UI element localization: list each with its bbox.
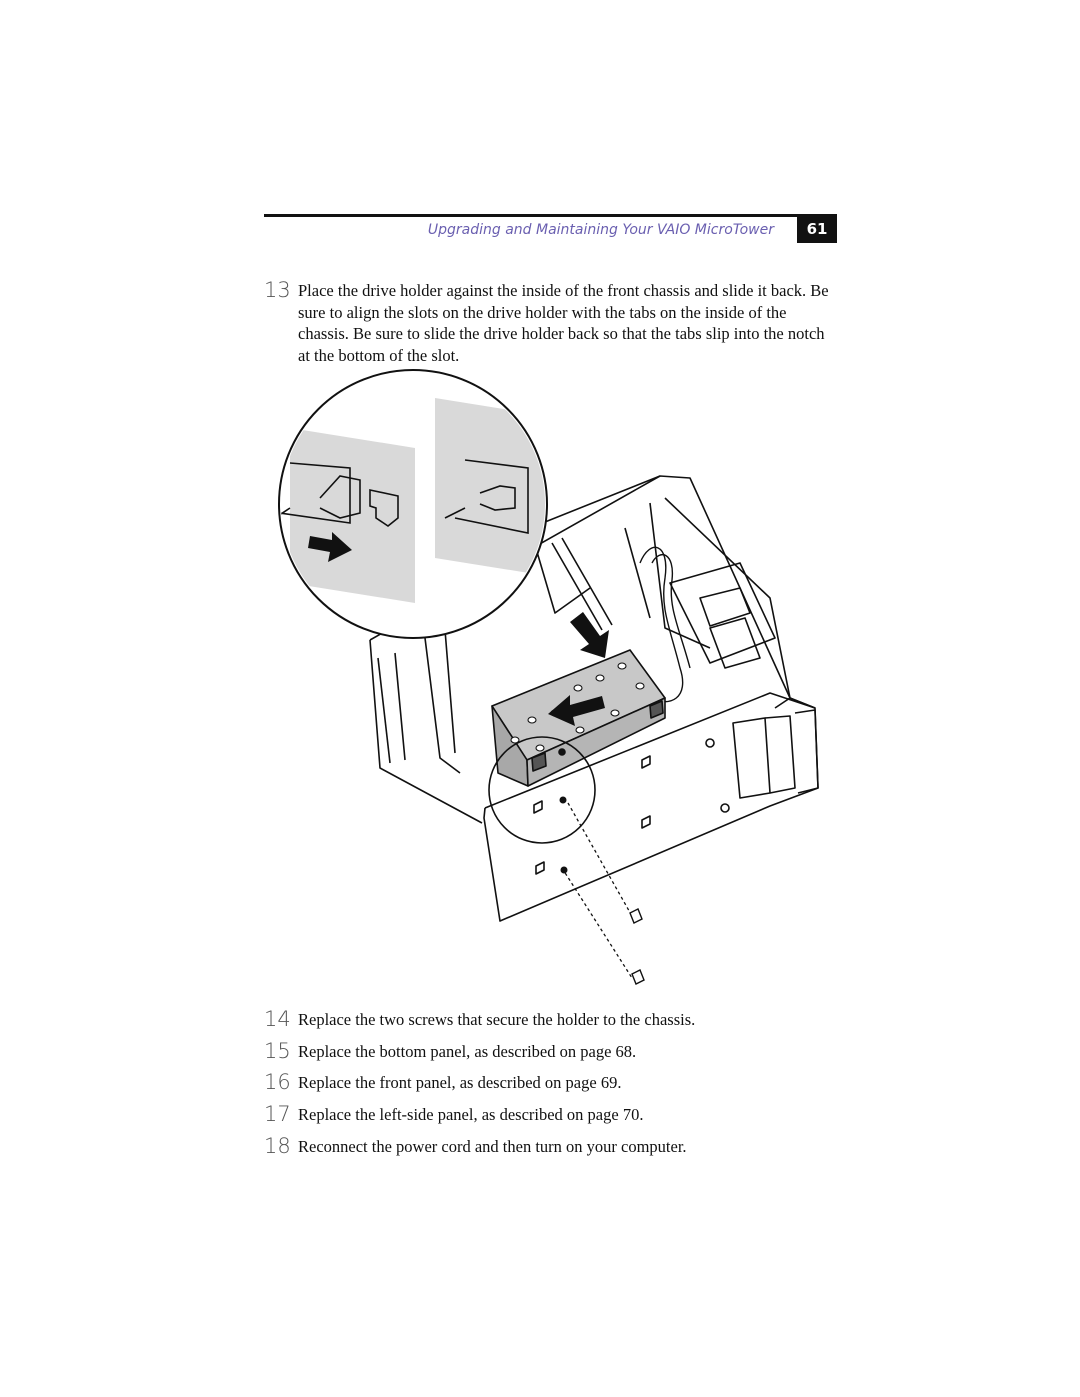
step-18: 18 Reconnect the power cord and then tur… xyxy=(264,1136,839,1158)
step-13: 13 Place the drive holder against the in… xyxy=(264,280,839,366)
step-number: 16 xyxy=(264,1070,291,1094)
step-number: 14 xyxy=(264,1007,291,1031)
arrow-right-icon xyxy=(308,532,352,562)
step-number: 15 xyxy=(264,1039,291,1063)
drive-holder xyxy=(491,649,666,787)
step-text: Replace the left-side panel, as describe… xyxy=(298,1105,644,1124)
chassis-side-wall xyxy=(369,639,483,824)
step-15: 15 Replace the bottom panel, as describe… xyxy=(264,1041,839,1063)
step-14: 14 Replace the two screws that secure th… xyxy=(264,1009,839,1031)
step-16: 16 Replace the front panel, as described… xyxy=(264,1072,839,1094)
step-text: Place the drive holder against the insid… xyxy=(298,281,829,365)
drive-holder-installation-illustration xyxy=(278,369,819,985)
screw-detail-circle xyxy=(488,736,596,844)
page-number: 61 xyxy=(797,215,837,243)
step-text: Replace the two screws that secure the h… xyxy=(298,1010,696,1029)
arrow-down-icon xyxy=(570,612,609,658)
tab-alignment-detail-circle xyxy=(278,369,548,639)
arrow-left-icon xyxy=(548,695,605,726)
step-number: 13 xyxy=(264,278,291,302)
header-rule xyxy=(264,214,837,217)
step-17: 17 Replace the left-side panel, as descr… xyxy=(264,1104,839,1126)
screw-icon xyxy=(629,908,645,985)
running-header-title: Upgrading and Maintaining Your VAIO Micr… xyxy=(427,222,774,238)
step-number: 18 xyxy=(264,1134,291,1158)
step-text: Replace the bottom panel, as described o… xyxy=(298,1042,637,1061)
step-number: 17 xyxy=(264,1102,291,1126)
step-text: Reconnect the power cord and then turn o… xyxy=(298,1137,687,1156)
chassis-front-edge xyxy=(484,692,816,809)
step-text: Replace the front panel, as described on… xyxy=(298,1073,622,1092)
